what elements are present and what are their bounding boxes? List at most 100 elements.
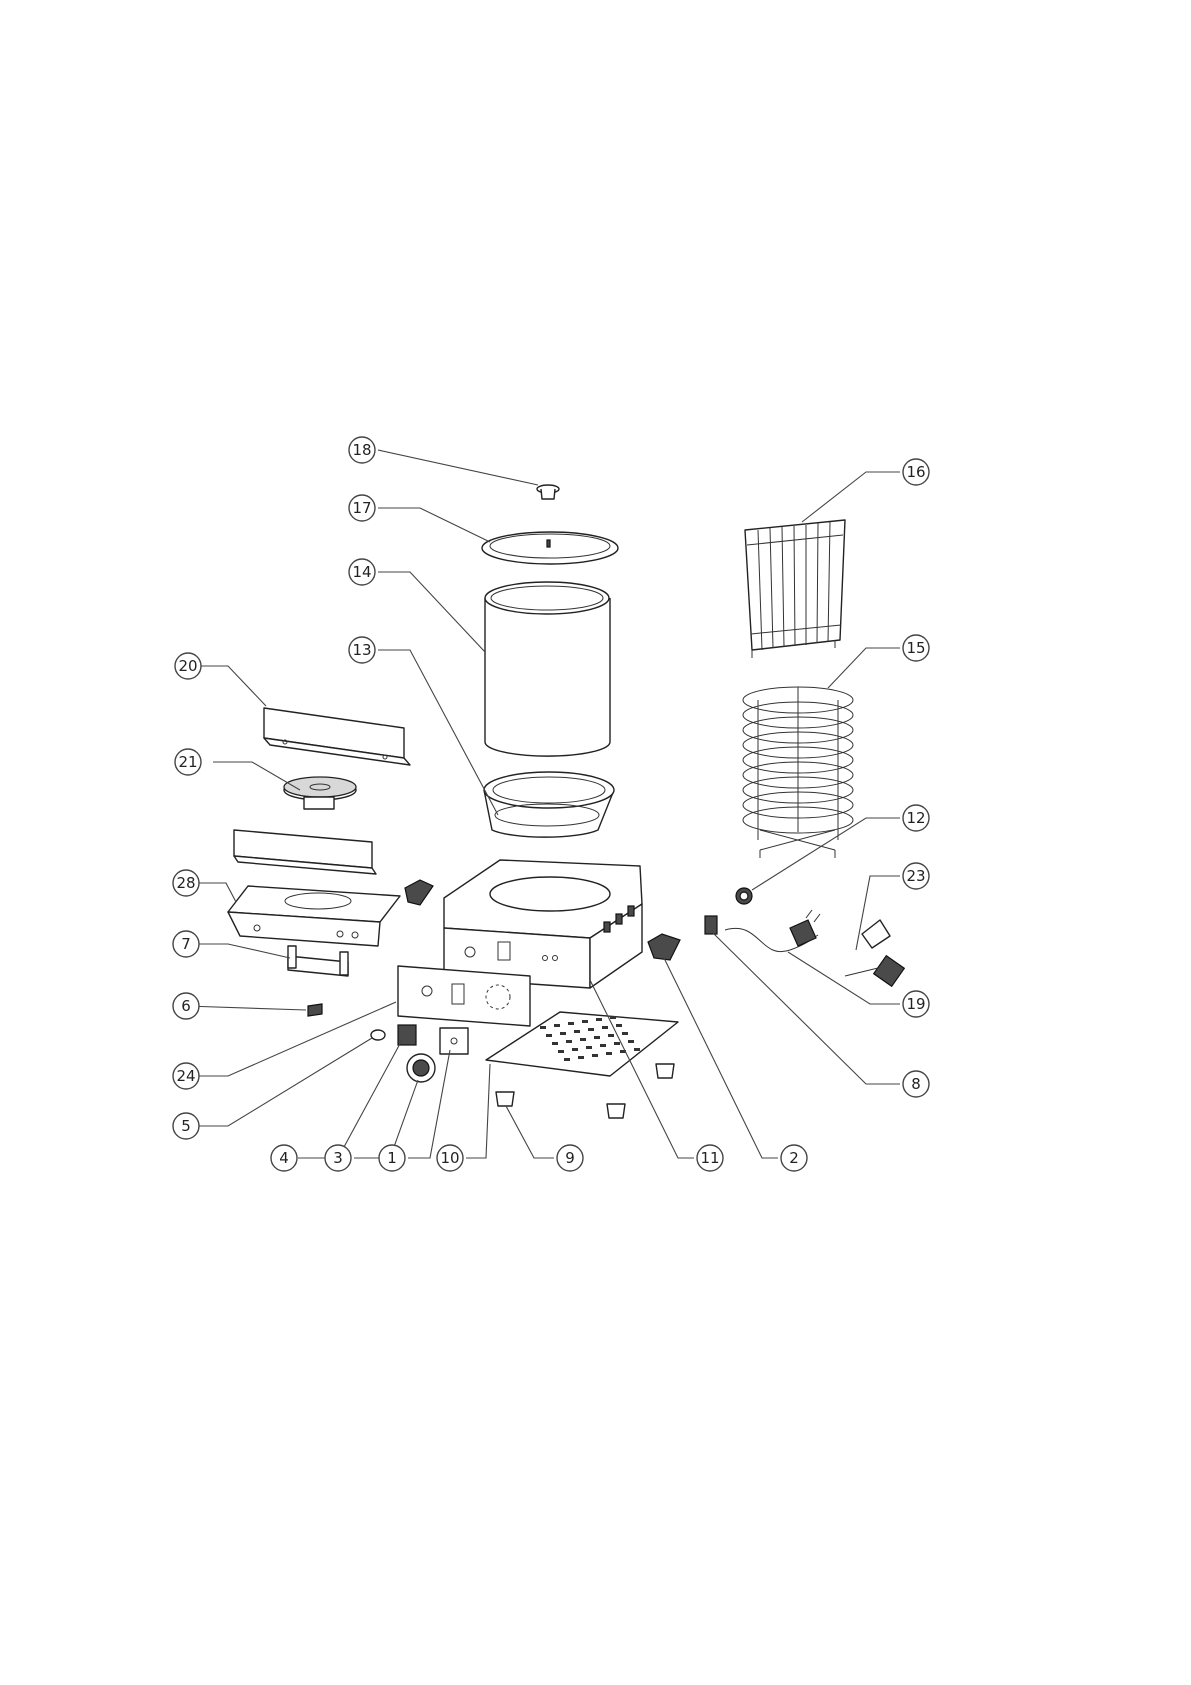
callout-13: 13 [349,637,375,663]
vent-hole [594,1036,600,1039]
part-main-housing [444,860,642,988]
part-control-panel [398,966,530,1026]
callout-16: 16 [903,459,929,485]
vent-hole [606,1052,612,1055]
callout-9: 9 [557,1145,583,1171]
callout-28: 28 [173,870,199,896]
part-lid [482,532,618,564]
vent-hole [568,1022,574,1025]
vent-hole [596,1018,602,1021]
vent-hole [614,1042,620,1045]
callout-label: 28 [176,874,195,892]
part-pot-base-ring [484,772,614,837]
callout-label: 9 [565,1149,575,1167]
callout-label: 13 [352,641,371,659]
callout-21: 21 [175,749,201,775]
vent-hole [600,1044,606,1047]
callout-label: 17 [352,499,371,517]
callout-label: 10 [440,1149,459,1167]
vent-hole [566,1040,572,1043]
part-foot-3 [656,1064,674,1078]
callout-17: 17 [349,495,375,521]
callout-label: 12 [906,809,925,827]
callout-label: 4 [279,1149,289,1167]
callout-10: 10 [437,1145,463,1171]
callout-7: 7 [173,931,199,957]
vent-hole [628,1040,634,1043]
callout-5: 5 [173,1113,199,1139]
callout-12: 12 [903,805,929,831]
part-cooking-pot [485,582,610,756]
callout-24: 24 [173,1063,199,1089]
callout-label: 21 [178,753,197,771]
vent-hole [558,1050,564,1053]
callout-label: 14 [352,563,371,581]
vent-hole [564,1058,570,1061]
vent-hole [572,1048,578,1051]
callout-4: 4 [271,1145,297,1171]
part-small-switch [308,1004,322,1016]
callout-label: 2 [789,1149,799,1167]
callout-18: 18 [349,437,375,463]
callout-label: 11 [700,1149,719,1167]
vent-hole [608,1034,614,1037]
vent-hole [586,1046,592,1049]
vent-hole [588,1028,594,1031]
vent-hole [602,1026,608,1029]
vent-hole [578,1056,584,1059]
callout-23: 23 [903,863,929,889]
callout-11: 11 [697,1145,723,1171]
callout-20: 20 [175,653,201,679]
callout-label: 24 [176,1067,195,1085]
vent-hole [616,1024,622,1027]
callout-1: 1 [379,1145,405,1171]
part-terminal-knob [736,888,752,904]
callout-label: 3 [333,1149,343,1167]
callout-label: 20 [178,657,197,675]
vent-hole [592,1054,598,1057]
part-lid-knob [537,485,559,499]
part-spiral-basket [743,687,853,858]
part-coil-tray [228,886,400,946]
vent-hole [560,1032,566,1035]
part-wire-rack [745,520,845,658]
part-indicator-lamp [371,1030,385,1040]
callout-label: 15 [906,639,925,657]
part-foot-1 [496,1092,514,1106]
part-side-handle [648,934,680,960]
part-upper-bracket [264,708,410,765]
part-cord-socket [705,916,717,934]
part-lower-bracket [234,830,376,874]
part-potentiometer [440,1028,468,1054]
vent-hole [582,1020,588,1023]
vent-hole [610,1016,616,1019]
part-power-cord [725,910,820,952]
part-fan-disk [284,777,356,809]
part-control-knob [407,1054,435,1082]
callout-2: 2 [781,1145,807,1171]
part-front-handle [288,946,348,976]
vent-hole [634,1048,640,1051]
callout-19: 19 [903,991,929,1017]
callout-label: 8 [911,1075,921,1093]
callout-14: 14 [349,559,375,585]
vent-hole [554,1024,560,1027]
callout-6: 6 [173,993,199,1019]
vent-hole [574,1030,580,1033]
vent-hole [580,1038,586,1041]
callout-label: 7 [181,935,191,953]
callout-label: 18 [352,441,371,459]
part-foot-2 [607,1104,625,1118]
vent-hole [546,1034,552,1037]
callout-label: 23 [906,867,925,885]
callout-label: 5 [181,1117,191,1135]
callout-label: 16 [906,463,925,481]
vent-hole [622,1032,628,1035]
callout-8: 8 [903,1071,929,1097]
callout-label: 1 [387,1149,397,1167]
part-temperature-probe [845,920,904,986]
callout-label: 6 [181,997,191,1015]
callout-3: 3 [325,1145,351,1171]
vent-hole [540,1026,546,1029]
